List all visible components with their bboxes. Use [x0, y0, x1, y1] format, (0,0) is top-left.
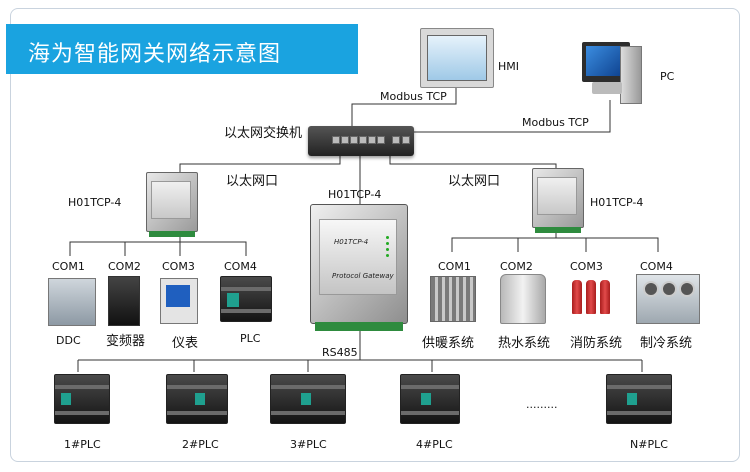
fire-system-label: 消防系统 — [570, 336, 623, 351]
meter-label: 仪表 — [172, 336, 199, 351]
switch-label: 以太网交换机 — [224, 126, 303, 141]
ethernet-switch — [308, 126, 414, 156]
gateway-face-brand: Protocol Gateway — [332, 272, 394, 280]
hmi-device — [420, 28, 494, 88]
rs485-label: RS485 — [322, 346, 358, 359]
plc-3-label: 3#PLC — [290, 438, 327, 451]
ddc-device — [48, 278, 96, 326]
plc-2-device — [166, 374, 228, 424]
hmi-label: HMI — [498, 60, 520, 73]
cooling-system-label: 制冷系统 — [640, 336, 693, 351]
plc-3-device — [270, 374, 346, 424]
gateway-left-label: H01TCP-4 — [68, 196, 122, 209]
page-title: 海为智能网关网络示意图 — [28, 42, 282, 67]
plc-label: PLC — [240, 332, 261, 345]
ethernet-label-right: 以太网口 — [448, 174, 501, 189]
gateway-left — [146, 172, 198, 237]
fire-system-device — [570, 272, 614, 322]
vfd-label: 变频器 — [106, 334, 146, 349]
gateway-center-label: H01TCP-4 — [328, 188, 382, 201]
plc-4-device — [400, 374, 460, 424]
bus-ellipsis: ......... — [526, 398, 558, 411]
pc-base — [592, 82, 622, 94]
right-com2-label: COM2 — [500, 260, 533, 273]
ddc-label: DDC — [56, 334, 81, 347]
plc-device — [220, 276, 272, 322]
plc-4-label: 4#PLC — [416, 438, 453, 451]
right-com1-label: COM1 — [438, 260, 471, 273]
plc-n-label: N#PLC — [630, 438, 668, 451]
ethernet-label-left: 以太网口 — [226, 174, 279, 189]
pc-label: PC — [660, 70, 675, 83]
heating-system-device — [430, 276, 476, 322]
title-banner — [6, 24, 358, 74]
gateway-right — [532, 168, 584, 233]
gateway-face-model: H01TCP-4 — [334, 238, 369, 246]
hot-water-system-label: 热水系统 — [498, 336, 551, 351]
left-com2-label: COM2 — [108, 260, 141, 273]
cooling-system-device — [636, 274, 700, 324]
plc-2-label: 2#PLC — [182, 438, 219, 451]
meter-device — [160, 278, 198, 324]
heating-system-label: 供暖系统 — [422, 336, 475, 351]
right-com3-label: COM3 — [570, 260, 603, 273]
modbus-tcp-pc-label: Modbus TCP — [522, 116, 589, 129]
plc-1-device — [54, 374, 110, 424]
gateway-center: H01TCP-4 Protocol Gateway — [310, 204, 408, 331]
pc-tower — [620, 46, 642, 104]
gateway-right-label: H01TCP-4 — [590, 196, 644, 209]
hot-water-system-device — [500, 274, 546, 324]
right-com4-label: COM4 — [640, 260, 673, 273]
modbus-tcp-hmi-label: Modbus TCP — [380, 90, 447, 103]
vfd-device — [108, 276, 140, 326]
left-com1-label: COM1 — [52, 260, 85, 273]
left-com3-label: COM3 — [162, 260, 195, 273]
left-com4-label: COM4 — [224, 260, 257, 273]
plc-n-device — [606, 374, 672, 424]
plc-1-label: 1#PLC — [64, 438, 101, 451]
